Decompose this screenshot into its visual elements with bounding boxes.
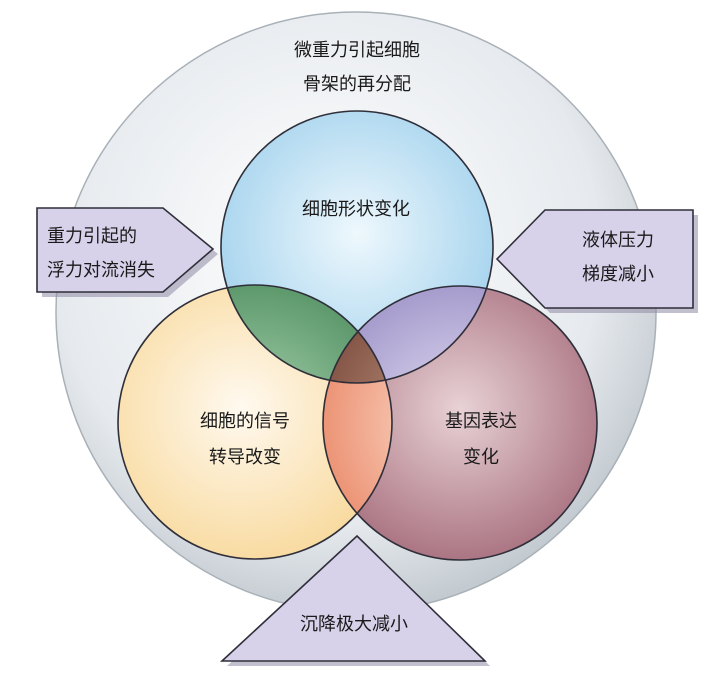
top-circle-label: 细胞形状变化 [302, 199, 410, 220]
right-arrow [495, 209, 694, 309]
bottom-arrow-label: 沉降极大减小 [300, 614, 408, 635]
overlap-top-left [221, 285, 392, 383]
outer-label-line-1: 微重力引起细胞 [294, 40, 420, 61]
outer-label-line-2: 骨架的再分配 [303, 74, 411, 95]
right-arrow-label-line-1: 液体压力 [582, 230, 654, 251]
left-arrow-label-line-1: 重力引起的 [47, 226, 137, 247]
top-circle-outline [220, 110, 494, 384]
right-circle-outline [322, 285, 598, 561]
left-arrow-label-line-2: 浮力对流消失 [47, 260, 155, 281]
right-circle-label-line-2: 变化 [463, 447, 499, 468]
right-circle-label-line-1: 基因表达 [445, 411, 517, 432]
overlap-top-right [323, 286, 493, 383]
right-arrow-label-line-2: 梯度减小 [582, 264, 654, 285]
left-arrow [36, 207, 215, 293]
left-circle-outline [117, 284, 393, 560]
left-circle-label-line-1: 细胞的信号 [200, 411, 290, 432]
left-circle-label-line-2: 转导改变 [209, 447, 281, 468]
bottom-arrow [219, 534, 487, 662]
